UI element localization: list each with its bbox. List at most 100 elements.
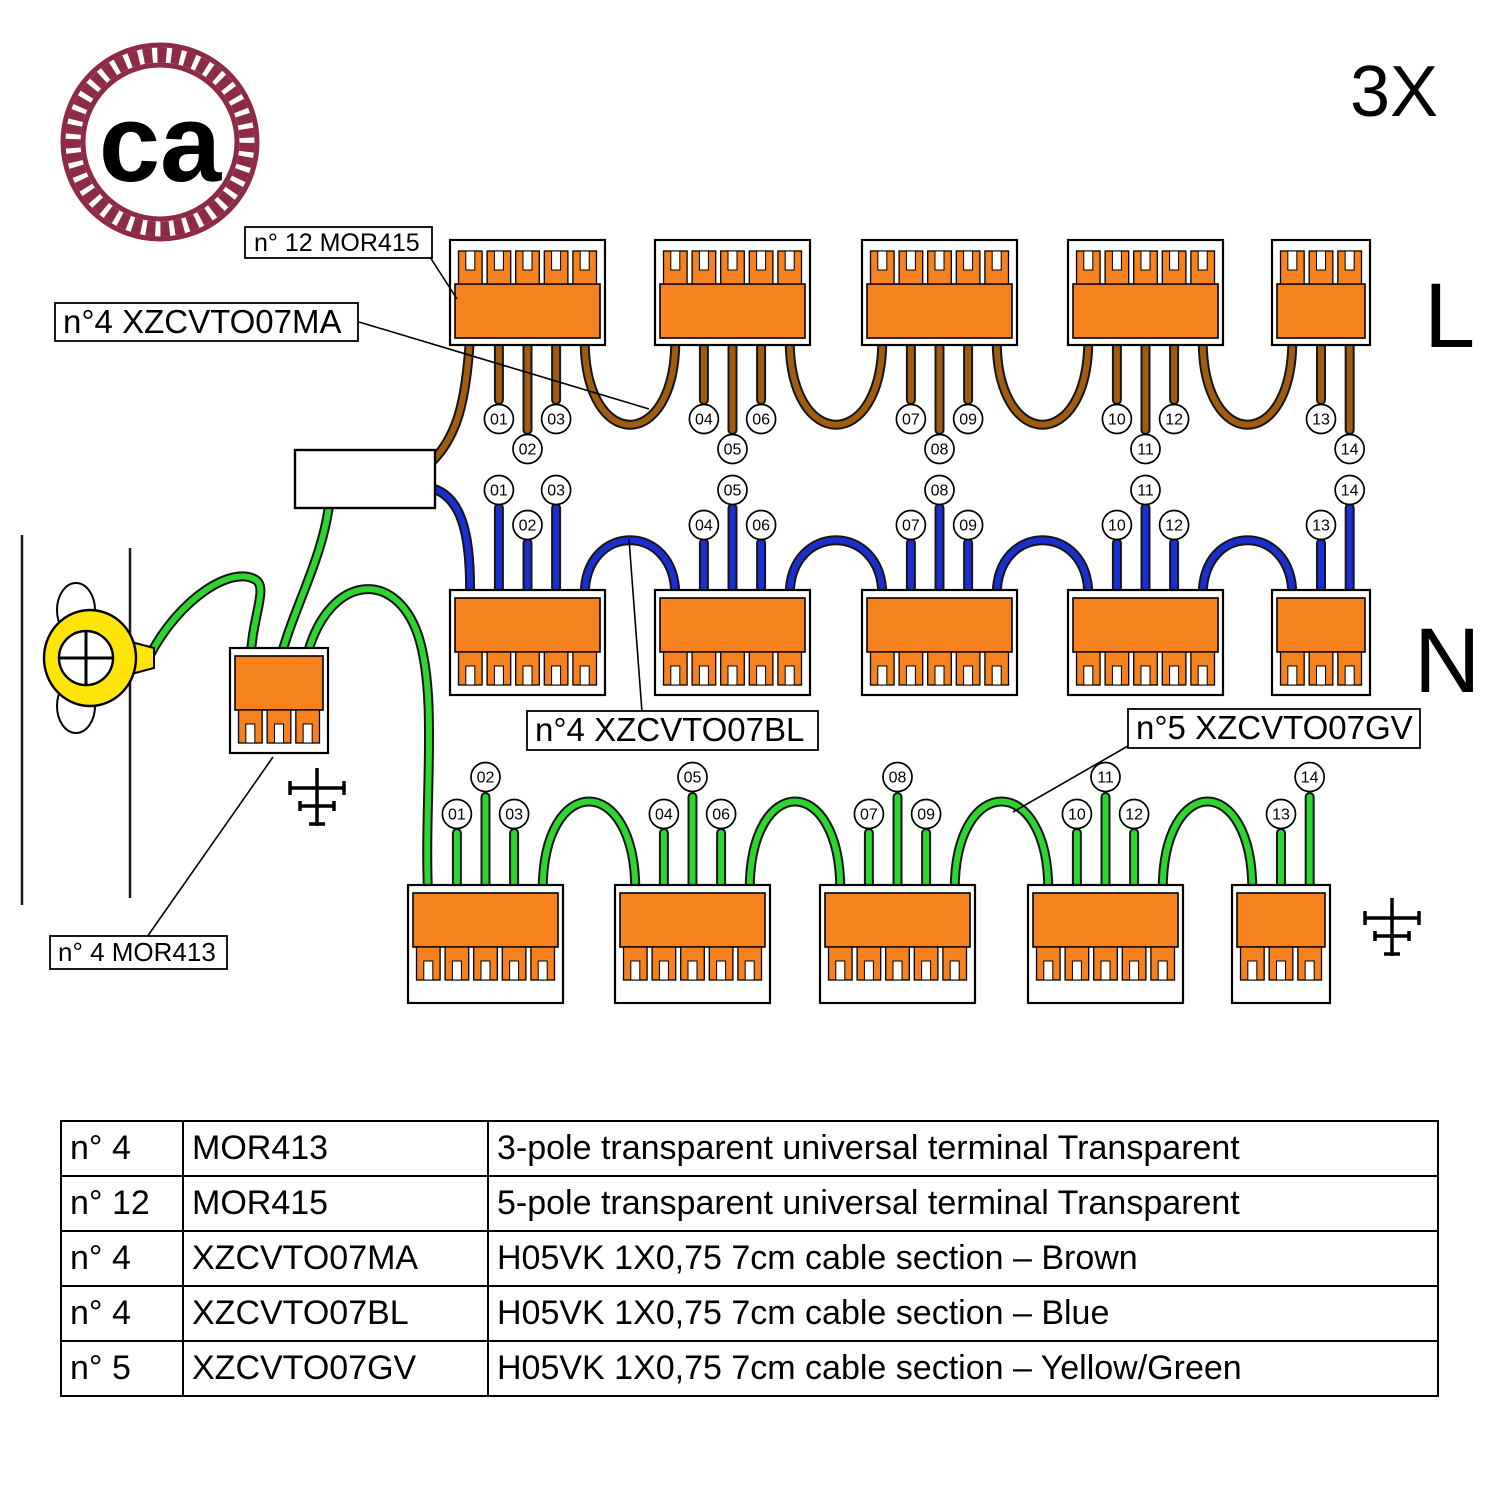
wire-number-badge: 12 bbox=[1118, 798, 1150, 830]
wire bbox=[581, 537, 679, 598]
callout-box bbox=[1127, 708, 1421, 749]
wire-casing bbox=[579, 335, 681, 430]
wire-number-label: 12 bbox=[1165, 412, 1183, 429]
terminal-block-5pole bbox=[818, 883, 977, 1005]
wire-number-badge: 05 bbox=[677, 761, 708, 793]
wire bbox=[1159, 798, 1256, 893]
bom-table: n° 4 MOR413 3-pole transparent universal… bbox=[60, 1120, 1439, 1397]
terminal-block-5pole bbox=[613, 883, 772, 1005]
wire bbox=[786, 337, 886, 428]
wire-number-badge: 01 bbox=[441, 798, 473, 830]
terminal-block-5pole bbox=[448, 238, 607, 347]
wire-number-badge: 09 bbox=[952, 509, 984, 541]
wire-number-badge: 11 bbox=[1130, 474, 1161, 506]
terminal-block-3pole bbox=[228, 646, 330, 755]
wire-number-badge: 13 bbox=[1305, 403, 1337, 435]
wire-number-label: 12 bbox=[1165, 518, 1183, 535]
wire-number-label: 11 bbox=[1137, 483, 1154, 500]
callout-label: n° 12 MOR415 bbox=[254, 229, 420, 257]
wire-number-badge: 08 bbox=[924, 474, 955, 506]
wire bbox=[1199, 337, 1296, 428]
callout-box bbox=[49, 935, 228, 970]
wire-number-badge: 12 bbox=[1158, 509, 1190, 541]
wire bbox=[423, 484, 474, 599]
wire-number-badge: 05 bbox=[717, 433, 748, 465]
logo-ring-outer bbox=[60, 42, 260, 242]
wire-number-label: 10 bbox=[1068, 807, 1086, 824]
wire-casing bbox=[537, 796, 641, 895]
wire-number-label: 14 bbox=[1341, 442, 1359, 459]
wire-number-label: 13 bbox=[1272, 807, 1290, 824]
terminal-block-5pole bbox=[406, 883, 565, 1005]
bom-qty: n° 4 bbox=[60, 1120, 184, 1177]
wire-number-badge: 06 bbox=[705, 798, 737, 830]
leader-line bbox=[1012, 745, 1129, 813]
callout-mor413: n° 4 MOR413 bbox=[49, 756, 274, 970]
wire-number-label: 07 bbox=[902, 412, 920, 429]
terminal-block-5pole bbox=[653, 238, 812, 347]
wire-number-badge: 02 bbox=[512, 509, 543, 541]
wire-number-badge: 03 bbox=[540, 474, 572, 506]
wire-number-badge: 02 bbox=[470, 761, 501, 793]
wire bbox=[786, 537, 886, 598]
wire-number-label: 02 bbox=[519, 518, 537, 535]
callout-label: n° 4 MOR413 bbox=[58, 937, 216, 967]
terminal-block-3pole bbox=[1270, 588, 1372, 697]
wire bbox=[993, 537, 1092, 598]
callout-box bbox=[54, 302, 359, 342]
logo-text: ca bbox=[99, 82, 222, 205]
wire-number-label: 07 bbox=[860, 807, 878, 824]
wire-number-badge: 11 bbox=[1130, 433, 1161, 465]
terminal-blocks-layer bbox=[228, 238, 1372, 1005]
wire-number-badge: 14 bbox=[1334, 474, 1366, 506]
wire-number-badge: 03 bbox=[498, 798, 530, 830]
terminal-block-5pole bbox=[448, 588, 607, 697]
table-row: n° 4 XZCVTO07BL H05VK 1X0,75 7cm cable s… bbox=[60, 1285, 1439, 1342]
wire-number-badge: 13 bbox=[1305, 509, 1337, 541]
power-feed-box bbox=[293, 448, 437, 510]
wire-casing bbox=[784, 535, 888, 600]
wire-casing bbox=[991, 535, 1094, 600]
terminal-block-3pole bbox=[1230, 883, 1332, 1005]
wire-casing bbox=[1197, 535, 1298, 600]
bom-code: MOR413 bbox=[182, 1120, 489, 1177]
wire-number-badge: 05 bbox=[717, 474, 748, 506]
wire-number-label: 10 bbox=[1108, 412, 1126, 429]
wire-number-label: 13 bbox=[1312, 518, 1330, 535]
wire-number-label: 14 bbox=[1301, 770, 1319, 787]
wire-number-badge: 13 bbox=[1265, 798, 1297, 830]
leader-line bbox=[146, 756, 274, 938]
callout-box bbox=[526, 710, 819, 751]
bom-code: XZCVTO07GV bbox=[182, 1340, 489, 1397]
bom-desc: H05VK 1X0,75 7cm cable section – Brown bbox=[487, 1230, 1439, 1287]
terminal-block-5pole bbox=[653, 588, 812, 697]
wire-number-label: 01 bbox=[490, 412, 508, 429]
wire-number-label: 04 bbox=[695, 412, 713, 429]
wire-number-label: 01 bbox=[490, 483, 508, 500]
wire-number-label: 08 bbox=[889, 770, 907, 787]
wire-number-badge: 08 bbox=[882, 761, 913, 793]
wire-number-badge: 02 bbox=[512, 433, 543, 465]
wire-casing bbox=[1197, 335, 1298, 430]
wire-number-label: 08 bbox=[931, 483, 949, 500]
wire-number-label: 12 bbox=[1125, 807, 1143, 824]
ring-terminal bbox=[42, 582, 155, 734]
terminal-block-5pole bbox=[1066, 588, 1225, 697]
wire bbox=[746, 798, 844, 893]
wire-number-badge: 10 bbox=[1061, 798, 1093, 830]
wire bbox=[147, 573, 264, 659]
bom-code: XZCVTO07MA bbox=[182, 1230, 489, 1287]
wire-number-label: 07 bbox=[902, 518, 920, 535]
wire bbox=[539, 798, 639, 893]
bom-qty: n° 5 bbox=[60, 1340, 184, 1397]
wire-number-badge: 07 bbox=[895, 403, 927, 435]
callout-label: n°5 XZCVTO07GV bbox=[1136, 709, 1413, 746]
wire-number-badge: 11 bbox=[1090, 761, 1121, 793]
bom-qty: n° 4 bbox=[60, 1285, 184, 1342]
table-row: n° 5 XZCVTO07GV H05VK 1X0,75 7cm cable s… bbox=[60, 1340, 1439, 1397]
brand-logo: ca bbox=[60, 42, 260, 242]
wire-number-badge: 09 bbox=[910, 798, 942, 830]
wire-number-badge: 10 bbox=[1101, 403, 1133, 435]
callout-xzcvto07gv: n°5 XZCVTO07GV bbox=[1012, 708, 1421, 813]
logo-rope-ring bbox=[65, 47, 255, 237]
